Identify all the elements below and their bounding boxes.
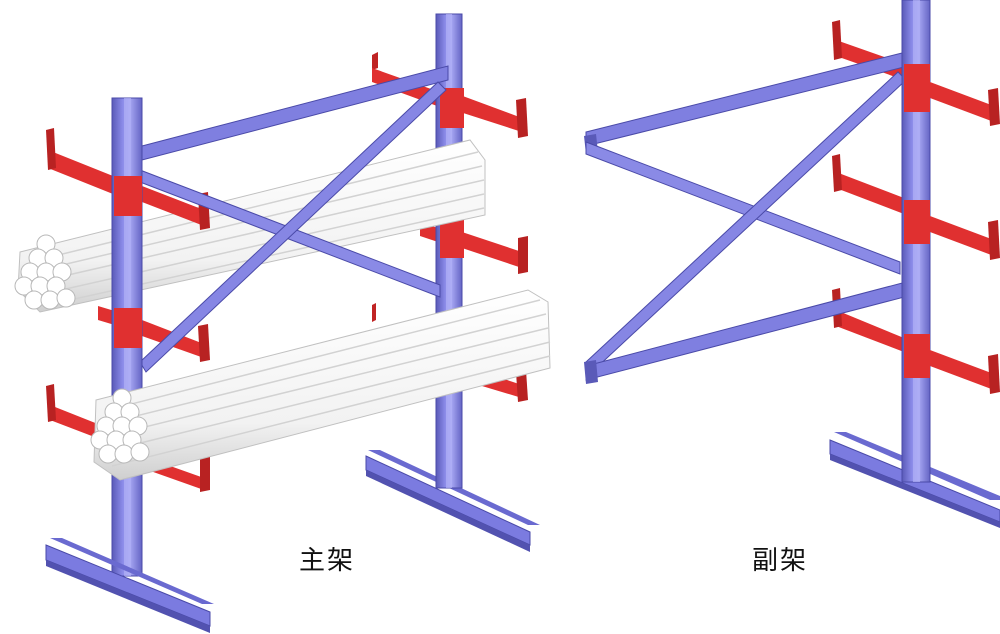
- sub-frame: [584, 0, 1000, 528]
- sub-bracing: [584, 51, 909, 384]
- main-front-base: [45, 538, 214, 633]
- main-frame-caption: 主架: [299, 546, 356, 576]
- sub-upright: [901, 0, 931, 483]
- main-frame: [14, 13, 551, 633]
- sub-right-arms: [930, 82, 1000, 394]
- main-lower-pipe-bundle: [90, 289, 551, 481]
- sub-frame-caption: 副架: [752, 546, 809, 576]
- main-bracing: [139, 65, 449, 373]
- main-front-upright: [111, 97, 143, 577]
